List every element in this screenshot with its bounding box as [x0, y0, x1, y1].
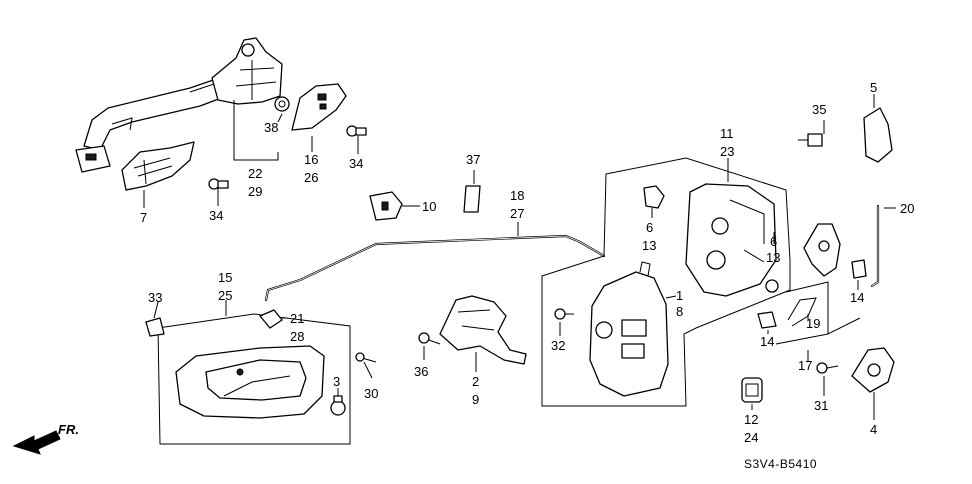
latch-1 [589, 261, 669, 397]
cap-5 [863, 107, 893, 163]
callout-32: 32 [551, 338, 565, 353]
bracket-17-frame [775, 281, 861, 345]
callout-15: 15 [218, 270, 232, 285]
clip-21 [259, 309, 283, 329]
callout-13b: 13 [766, 250, 780, 265]
grommet-12 [741, 377, 763, 403]
bolt-34-left [208, 178, 229, 190]
callout-12: 12 [744, 412, 758, 427]
clip-6-lower [765, 279, 779, 293]
screw-32 [554, 308, 574, 320]
rod-20 [870, 204, 880, 288]
latch-frame [541, 157, 791, 407]
callout-5: 5 [870, 80, 877, 95]
callout-34b: 34 [349, 156, 363, 171]
callout-14b: 14 [760, 334, 774, 349]
callout-9: 9 [472, 392, 479, 407]
callout-20: 20 [900, 201, 914, 216]
callout-10: 10 [422, 199, 436, 214]
callout-37: 37 [466, 152, 480, 167]
pad-37 [463, 185, 481, 213]
callout-16: 16 [304, 152, 318, 167]
callout-6a: 6 [646, 220, 653, 235]
diagram-code: S3V4-B5410 [744, 457, 817, 471]
callout-13a: 13 [642, 238, 656, 253]
callout-31: 31 [814, 398, 828, 413]
callout-34a: 34 [209, 208, 223, 223]
cover-16 [291, 83, 347, 131]
bracket-2 [439, 295, 527, 365]
lock-lever [803, 223, 841, 277]
callout-38: 38 [264, 120, 278, 135]
striker-4 [851, 347, 895, 393]
callout-14a: 14 [850, 290, 864, 305]
spring-19 [787, 297, 817, 327]
callout-28: 28 [290, 329, 304, 344]
clip-6-upper [643, 185, 665, 209]
leader-lines [143, 94, 896, 420]
nut-38 [274, 96, 290, 112]
handle-base-7 [121, 141, 195, 191]
callout-11: 11 [720, 126, 734, 141]
front-label: FR. [58, 422, 79, 437]
rod-18 [264, 234, 606, 302]
callout-30: 30 [364, 386, 378, 401]
clip-14-left [757, 311, 777, 329]
callout-22: 22 [248, 166, 262, 181]
callout-8: 8 [676, 304, 683, 319]
callout-7: 7 [140, 210, 147, 225]
callout-17: 17 [798, 358, 812, 373]
handle-mechanism-22 [211, 37, 283, 105]
callout-23: 23 [720, 144, 734, 159]
screw-35 [798, 133, 823, 147]
clip-14-right [851, 259, 867, 279]
callout-1: 1 [676, 288, 683, 303]
front-direction-indicator: FR. [12, 422, 79, 455]
callout-18: 18 [510, 188, 524, 203]
callout-26: 26 [304, 170, 318, 185]
inner-handle-bezel [175, 345, 325, 419]
callout-29: 29 [248, 184, 262, 199]
callout-4: 4 [870, 422, 877, 437]
callout-labels: 1 8 2 9 3 4 5 6 13 6 13 7 10 11 23 12 24… [140, 80, 914, 445]
inner-handle-frame [157, 313, 351, 445]
bolt-34-right [346, 125, 367, 137]
callout-21: 21 [290, 311, 304, 326]
callout-33: 33 [148, 290, 162, 305]
callout-35: 35 [812, 102, 826, 117]
screw-30 [355, 352, 377, 363]
callout-2: 2 [472, 374, 479, 389]
front-arrow-icon [12, 430, 61, 455]
clip-10 [369, 191, 403, 221]
callout-3: 3 [333, 374, 340, 389]
screw-36 [418, 332, 441, 345]
callout-6b: 6 [770, 234, 777, 249]
screw-31 [816, 362, 839, 374]
callout-24: 24 [744, 430, 758, 445]
callout-19: 19 [806, 316, 820, 331]
actuator-11 [685, 183, 777, 297]
cap-3 [330, 395, 346, 416]
callout-25: 25 [218, 288, 232, 303]
clip-33 [145, 317, 165, 337]
callout-27: 27 [510, 206, 524, 221]
callout-36: 36 [414, 364, 428, 379]
